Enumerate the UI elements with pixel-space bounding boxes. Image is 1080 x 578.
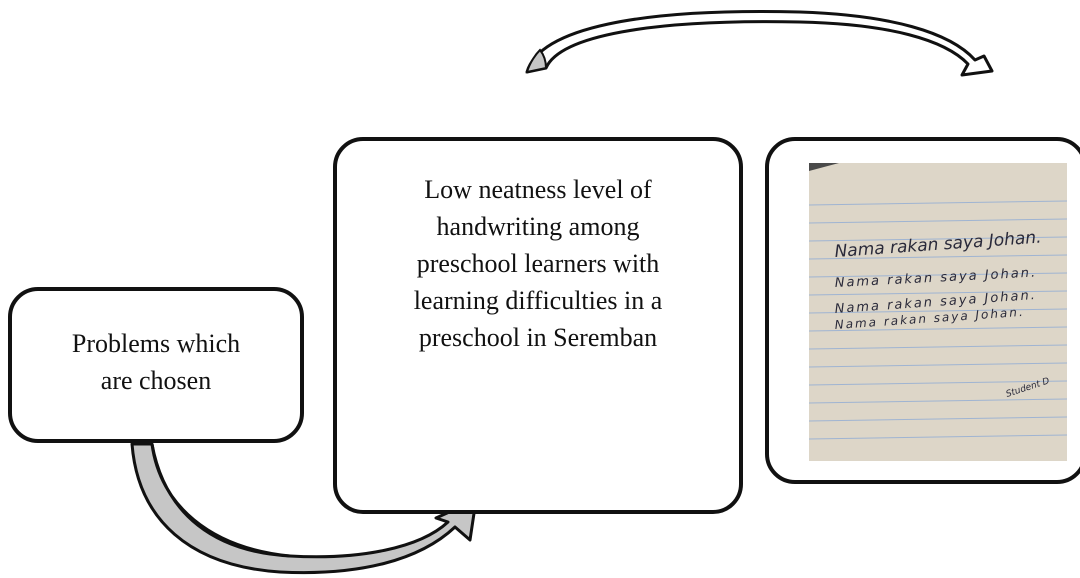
handwriting-sample-box: Nama rakan saya Johan. Nama rakan saya J…: [765, 137, 1080, 484]
handwriting-sample-image: Nama rakan saya Johan. Nama rakan saya J…: [809, 163, 1067, 461]
problem-description-text: Low neatness level of handwriting among …: [413, 175, 663, 352]
handwriting-sample-photo: Nama rakan saya Johan. Nama rakan saya J…: [809, 163, 1067, 461]
problems-box: Problems which are chosen: [8, 287, 304, 443]
problem-description-box: Low neatness level of handwriting among …: [333, 137, 743, 514]
problems-text: Problems which are chosen: [71, 329, 241, 395]
